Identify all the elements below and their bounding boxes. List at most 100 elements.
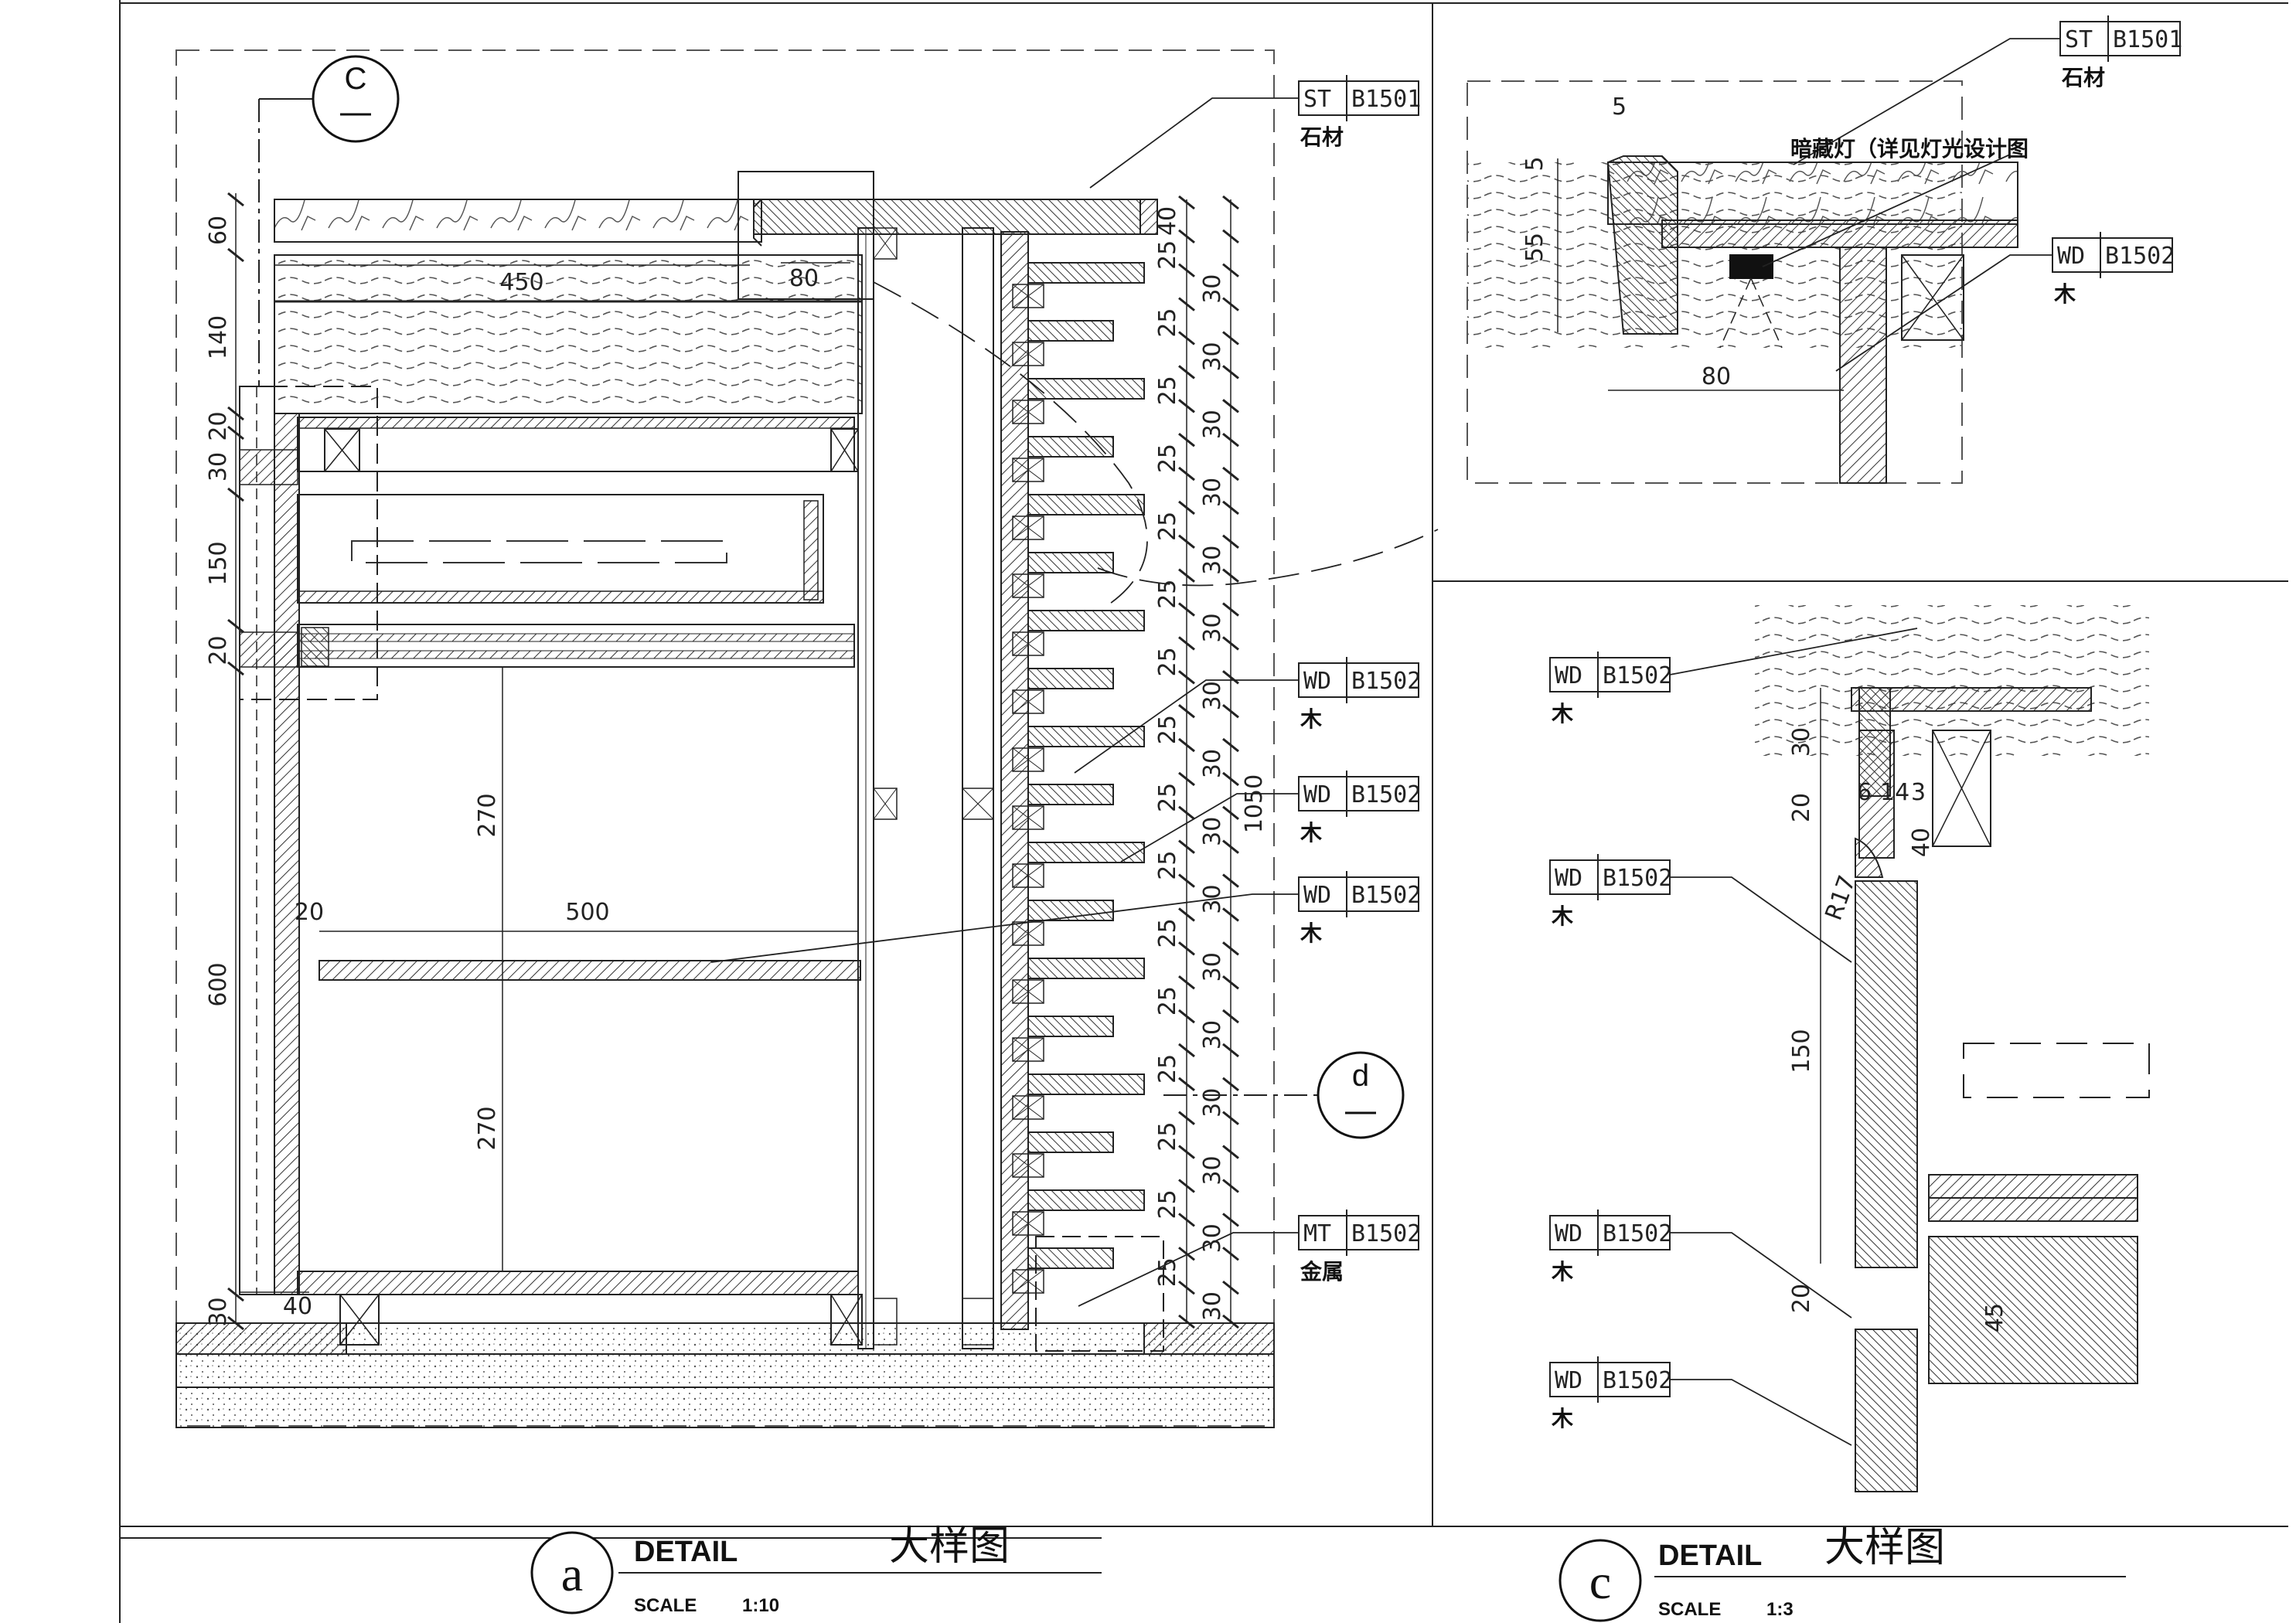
tag-code: WD <box>1303 668 1331 695</box>
right-dim: 30 <box>1199 1088 1226 1118</box>
tag-ref: B1502 <box>1603 1220 1672 1247</box>
dim-20: 20 <box>295 899 324 926</box>
right-dim: 25 <box>1154 1189 1181 1219</box>
right-dim: 25 <box>1154 240 1181 270</box>
section-bubble-d: d <box>1317 1051 1405 1139</box>
tag-ref: B1502 <box>1351 781 1421 808</box>
dim-c-45: 45 <box>1981 1303 2008 1332</box>
countertop-edge <box>753 199 1141 235</box>
stone-countertop <box>274 199 762 243</box>
left-dim: 140 <box>205 315 232 359</box>
right-dim: 25 <box>1154 1054 1181 1084</box>
section-bubble-c: C <box>312 55 400 143</box>
dim-c-3: 3 <box>1911 779 1926 806</box>
material-tag: WD B1502 木 <box>1549 1356 1672 1431</box>
tag-material: 木 <box>1551 1406 1573 1431</box>
bottom-board <box>297 1271 859 1295</box>
detail-c-title-cn: 大样图 <box>1824 1525 1945 1571</box>
right-dim: 25 <box>1154 444 1181 473</box>
tag-code: ST <box>1303 86 1331 113</box>
right-dim: 30 <box>1199 342 1226 371</box>
detail-a-scale-value: 1:10 <box>742 1595 779 1616</box>
right-dim: 30 <box>1199 478 1226 507</box>
dim-c-40: 40 <box>1908 828 1935 857</box>
left-dim: 150 <box>205 541 232 585</box>
dim-b-5b: 5 <box>1521 156 1548 171</box>
hidden-light-note: 暗藏灯（详见灯光设计图 <box>1790 136 2029 162</box>
dim-450: 450 <box>499 269 543 296</box>
tag-material: 石材 <box>1300 124 1344 150</box>
dim-c-6: 6 <box>1857 779 1872 806</box>
right-dimension-chain: 40 25 30 25 30 25 30 25 30 25 30 25 30 25 30 25 30 25 30 25… <box>1154 195 1239 1329</box>
floor-slab <box>175 1322 1275 1428</box>
right-dim: 25 <box>1154 1257 1181 1287</box>
tag-ref: B1502 <box>1603 865 1672 892</box>
tag-code: WD <box>1555 865 1582 892</box>
tag-material: 木 <box>1551 1259 1573 1284</box>
dim-c-14: 14 <box>1880 779 1909 806</box>
tag-ref: B1501 <box>2113 26 2182 53</box>
tag-material: 石材 <box>2061 65 2105 90</box>
right-dim: 30 <box>1199 274 1226 304</box>
right-dim: 30 <box>1199 681 1226 710</box>
detail-a-scale-label: SCALE <box>634 1595 697 1616</box>
tag-code: ST <box>2065 26 2093 53</box>
right-dim: 25 <box>1154 783 1181 812</box>
right-dim: 30 <box>1199 1155 1226 1185</box>
detail-c-title: DETAIL <box>1658 1540 1762 1572</box>
right-dim: 30 <box>1199 952 1226 982</box>
middle-shelf <box>319 960 861 981</box>
left-dim: 60 <box>205 216 232 245</box>
tag-code: WD <box>1555 1367 1582 1394</box>
detail-c-bubble: c <box>1589 1554 1611 1609</box>
left-dim: 30 <box>205 452 232 481</box>
right-dim: 30 <box>1199 410 1226 439</box>
dim-c-150: 150 <box>1788 1029 1815 1073</box>
dim-b-5a: 5 <box>1612 94 1627 121</box>
right-dim: 25 <box>1154 308 1181 337</box>
crop-frame <box>175 49 1275 1427</box>
total-dim: 1050 <box>1241 774 1268 833</box>
tag-ref: B1501 <box>1351 86 1421 113</box>
tag-material: 金属 <box>1300 1259 1344 1284</box>
right-dim: 25 <box>1154 512 1181 541</box>
tag-material: 木 <box>2053 281 2076 307</box>
tag-code: WD <box>2057 243 2085 270</box>
right-dim: 30 <box>1199 817 1226 846</box>
tag-code: WD <box>1303 781 1331 808</box>
material-tag: WD B1502 木 <box>2052 232 2175 307</box>
right-dim: 25 <box>1154 918 1181 948</box>
wood-block <box>274 254 863 414</box>
tag-material: 木 <box>1300 820 1322 846</box>
left-dim: 30 <box>205 1297 232 1326</box>
tag-ref: B1502 <box>1603 1367 1672 1394</box>
dim-c-20: 20 <box>1788 793 1815 822</box>
material-tag: WD B1502 木 <box>1549 854 1672 929</box>
svg-text:C: C <box>345 62 367 96</box>
right-dim: 30 <box>1199 1020 1226 1050</box>
left-dim: 600 <box>205 962 232 1006</box>
dim-40: 40 <box>283 1293 312 1320</box>
tag-ref: B1502 <box>1351 668 1421 695</box>
sheet-frame <box>119 0 2288 1623</box>
right-dim: 25 <box>1154 647 1181 676</box>
tag-code: MT <box>1303 1220 1331 1247</box>
material-tag: ST B1501 石材 <box>1298 75 1421 150</box>
detail-a-title: DETAIL <box>634 1536 738 1568</box>
right-dim: 40 <box>1154 206 1181 236</box>
right-dim: 30 <box>1199 749 1226 778</box>
detail-a-bubble: a <box>561 1546 583 1601</box>
dim-c-20b: 20 <box>1788 1284 1815 1313</box>
dim-270-lower: 270 <box>474 1106 501 1150</box>
material-tag: ST B1501 石材 <box>2059 15 2182 90</box>
tag-ref: B1502 <box>2105 243 2175 270</box>
dim-b-80: 80 <box>1702 363 1731 390</box>
tag-material: 木 <box>1551 903 1573 929</box>
